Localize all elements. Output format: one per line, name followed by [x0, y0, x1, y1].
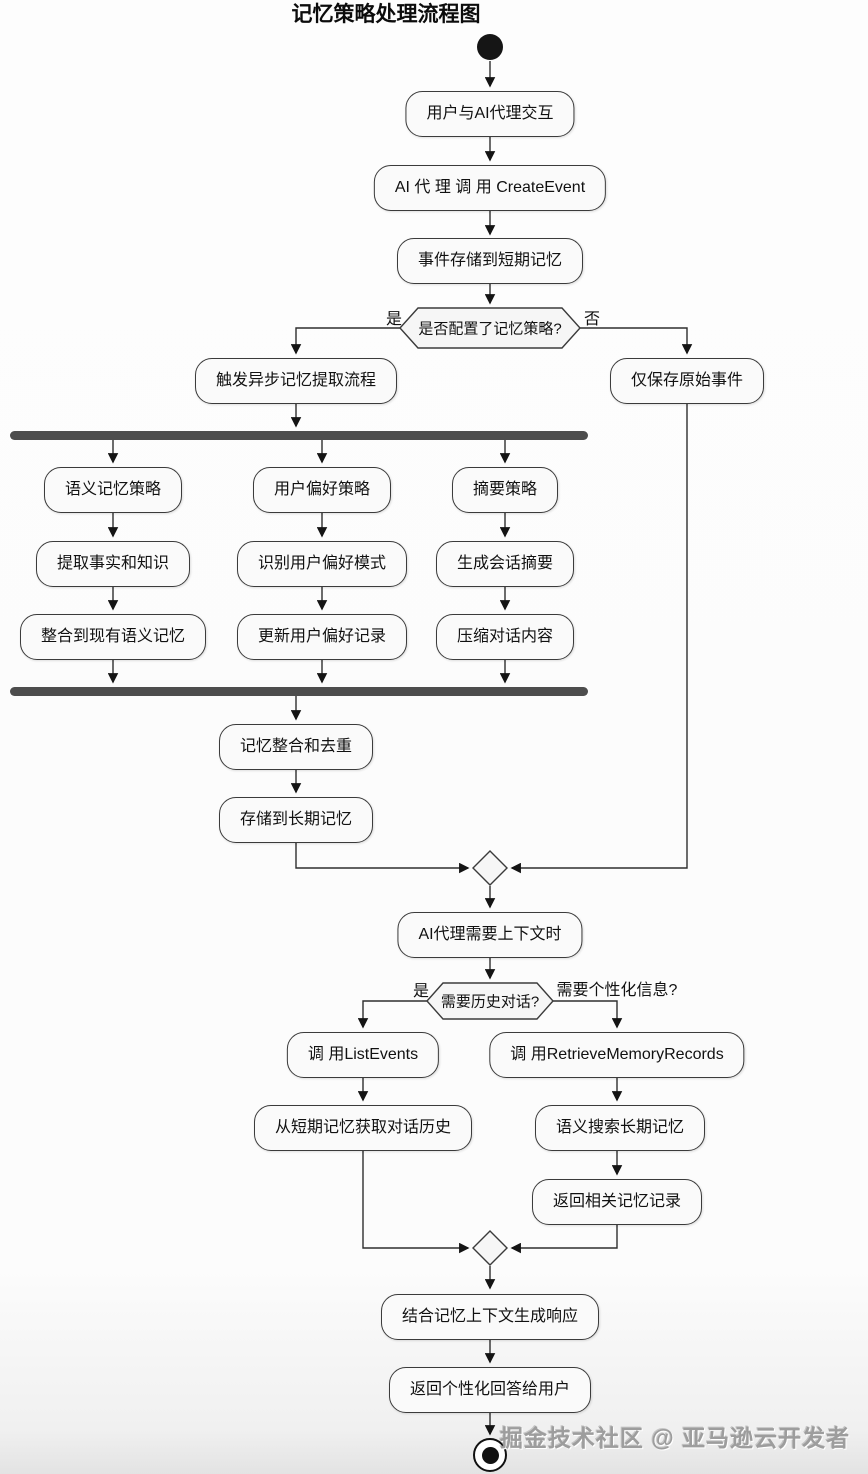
- activity-identify-preferences: 识别用户偏好模式: [236, 541, 408, 587]
- activity-return-answer: 返回个性化回答给用户: [388, 1367, 592, 1413]
- activity-generate-summary: 生成会话摘要: [435, 541, 575, 587]
- activity-user-interact: 用户与AI代理交互: [405, 91, 575, 137]
- merge-diamond-2: [472, 1230, 508, 1266]
- activity-semantic-strategy: 语义记忆策略: [43, 467, 183, 513]
- watermark-text: 掘金技术社区 @ 亚马逊云开发者: [499, 1425, 851, 1451]
- activity-merge-semantic-memory: 整合到现有语义记忆: [19, 614, 207, 660]
- activity-preference-strategy: 用户偏好策略: [252, 467, 392, 513]
- activity-update-preference-record: 更新用户偏好记录: [236, 614, 408, 660]
- start-node: [477, 34, 503, 60]
- diagram-title: 记忆策略处理流程图: [291, 3, 481, 26]
- activity-store-long-term: 存储到长期记忆: [218, 797, 374, 843]
- connectors: [107, 61, 693, 1436]
- join-bar: [10, 687, 588, 696]
- edge-label-personalized-info: 需要个性化信息?: [556, 982, 678, 999]
- merge-diamond-1: [472, 850, 508, 886]
- edge-label-yes-2: 是: [412, 983, 430, 1000]
- activity-save-raw-event: 仅保存原始事件: [609, 358, 765, 404]
- activity-compress-dialog: 压缩对话内容: [435, 614, 575, 660]
- flow-arrow: [510, 404, 688, 874]
- activity-get-dialog-history: 从短期记忆获取对话历史: [253, 1105, 473, 1151]
- fork-bar: [10, 431, 588, 440]
- edge-label-yes: 是: [385, 311, 403, 328]
- activity-retrieve-memory-records: 调 用RetrieveMemoryRecords: [489, 1032, 745, 1078]
- activity-return-records: 返回相关记忆记录: [531, 1179, 703, 1225]
- activity-create-event: AI 代 理 调 用 CreateEvent: [373, 165, 607, 211]
- end-node: [473, 1438, 507, 1472]
- edge-label-no: 否: [583, 311, 601, 328]
- activity-store-short-term: 事件存储到短期记忆: [396, 238, 584, 284]
- flow-arrow-yes: [357, 1000, 427, 1029]
- decision-configured-label: 是否配置了记忆策略?: [418, 320, 562, 338]
- flow-arrow-no: [580, 327, 693, 355]
- end-node-dot: [481, 1446, 499, 1464]
- flow-arrow: [362, 1151, 470, 1254]
- activity-combine-context: 结合记忆上下文生成响应: [380, 1294, 600, 1340]
- activity-need-context: AI代理需要上下文时: [397, 912, 583, 958]
- activity-list-events: 调 用ListEvents: [286, 1032, 440, 1078]
- decision-history-label: 需要历史对话?: [440, 993, 540, 1011]
- activity-trigger-async: 触发异步记忆提取流程: [194, 358, 398, 404]
- flow-arrow-personal: [553, 1000, 623, 1029]
- decision-history-shape: [426, 982, 554, 1020]
- activity-summary-strategy: 摘要策略: [451, 467, 559, 513]
- activity-extract-facts: 提取事实和知识: [35, 541, 191, 587]
- activity-dedupe: 记忆整合和去重: [218, 724, 374, 770]
- decision-configured-shape: [399, 307, 581, 349]
- flow-arrow: [295, 843, 470, 874]
- flow-arrow-yes: [290, 327, 400, 355]
- activity-semantic-search: 语义搜索长期记忆: [534, 1105, 706, 1151]
- flow-arrow: [510, 1225, 618, 1254]
